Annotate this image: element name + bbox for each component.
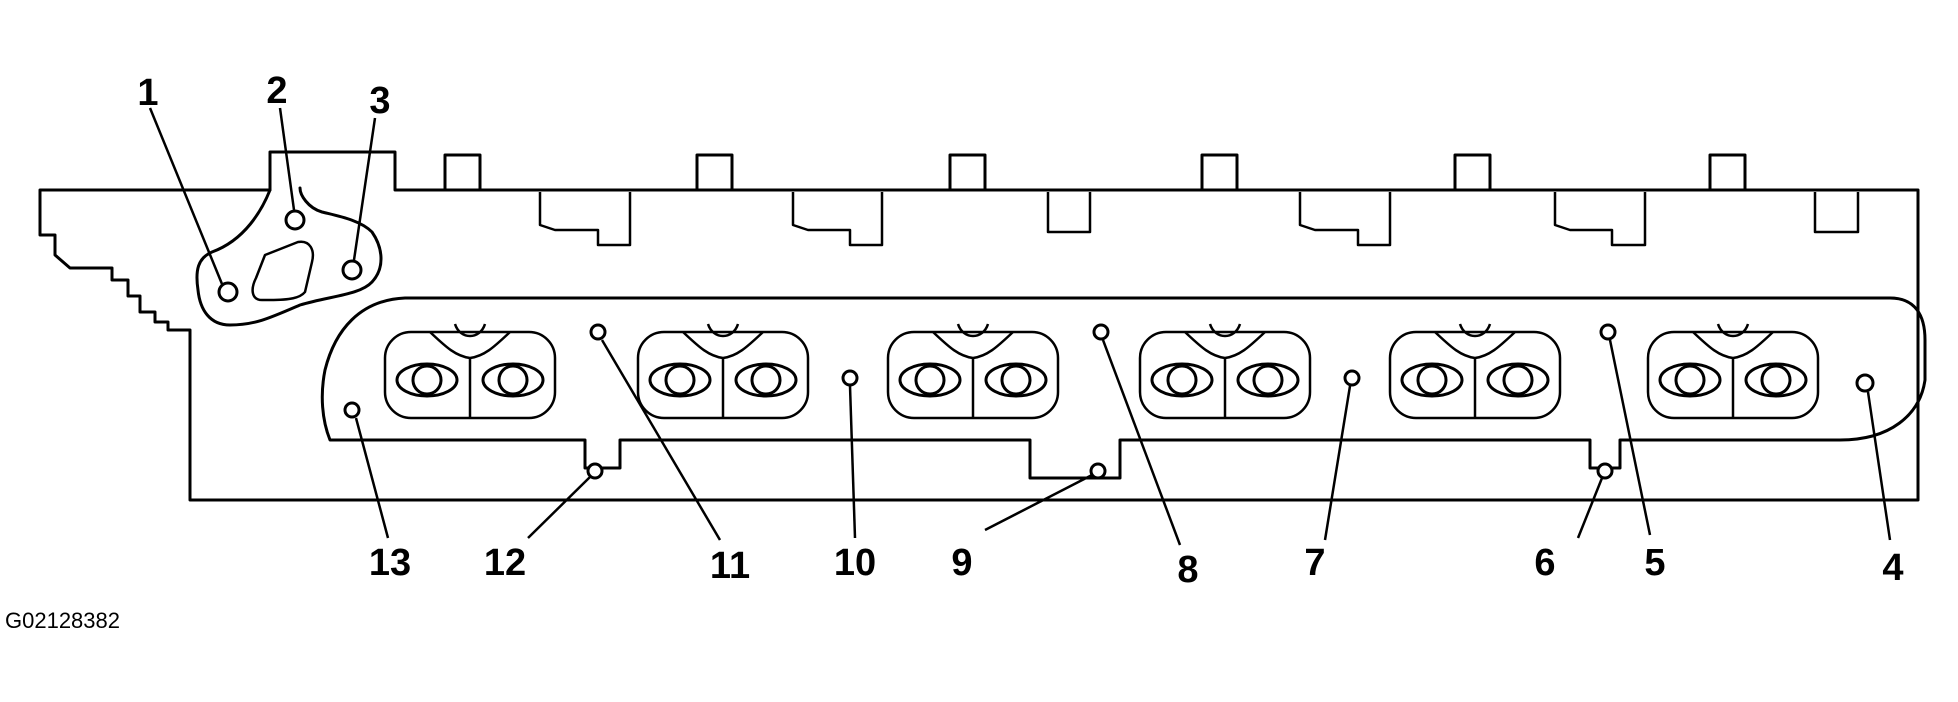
- chamber-5: [1388, 323, 1562, 420]
- bolt-hole-7: [1343, 369, 1361, 387]
- bolt-hole-11: [589, 323, 607, 341]
- callout-6: 6: [1534, 542, 1555, 584]
- callout-2: 2: [266, 70, 287, 112]
- callout-7: 7: [1304, 542, 1325, 584]
- leader-7: [1323, 385, 1352, 541]
- bolt-hole-9: [1089, 462, 1107, 480]
- leader-11: [600, 339, 722, 541]
- callout-9: 9: [951, 542, 972, 584]
- bolt-hole-3: [341, 259, 363, 281]
- bolt-hole-1: [217, 281, 239, 303]
- leader-6: [1576, 477, 1604, 539]
- callout-13: 13: [369, 542, 411, 584]
- leader-1: [148, 107, 224, 285]
- bolt-hole-13: [343, 401, 361, 419]
- bolt-hole-12: [586, 462, 604, 480]
- callout-5: 5: [1644, 542, 1665, 584]
- callout-4: 4: [1882, 547, 1903, 589]
- bolt-hole-5: [1599, 323, 1617, 341]
- callout-11: 11: [710, 545, 750, 587]
- leader-13: [354, 417, 390, 539]
- bolt-hole-4: [1855, 373, 1875, 393]
- bolt-holes: [217, 209, 1875, 480]
- callout-10: 10: [834, 542, 876, 584]
- leader-5: [1608, 339, 1652, 536]
- callout-8: 8: [1177, 549, 1198, 591]
- leader-12: [527, 476, 591, 539]
- combustion-chambers: [383, 323, 1820, 420]
- leader-10: [848, 385, 857, 539]
- gasket-surface: [320, 296, 1927, 480]
- bolt-hole-10: [841, 369, 859, 387]
- figure-id: G02128382: [5, 608, 120, 633]
- chamber-2: [636, 323, 810, 420]
- leader-9: [984, 473, 1093, 532]
- leader-lines: [148, 107, 1892, 546]
- chamber-6: [1646, 323, 1820, 420]
- leader-2: [278, 107, 296, 211]
- bolt-hole-6: [1596, 462, 1614, 480]
- bolt-hole-8: [1092, 323, 1110, 341]
- leader-3: [352, 117, 377, 261]
- callout-1: 1: [137, 72, 158, 114]
- leader-4: [1866, 391, 1892, 541]
- callout-12: 12: [484, 542, 526, 584]
- chamber-4: [1138, 323, 1312, 420]
- bolt-hole-2: [284, 209, 306, 231]
- chamber-3: [886, 323, 1060, 420]
- cylinder-head-body: [38, 150, 1920, 502]
- leader-8: [1101, 339, 1182, 546]
- callout-3: 3: [369, 80, 390, 122]
- chamber-1: [383, 323, 557, 420]
- callout-labels: 1 2 3 4 5 6 7 8 9 10 11 12 13: [137, 70, 1903, 591]
